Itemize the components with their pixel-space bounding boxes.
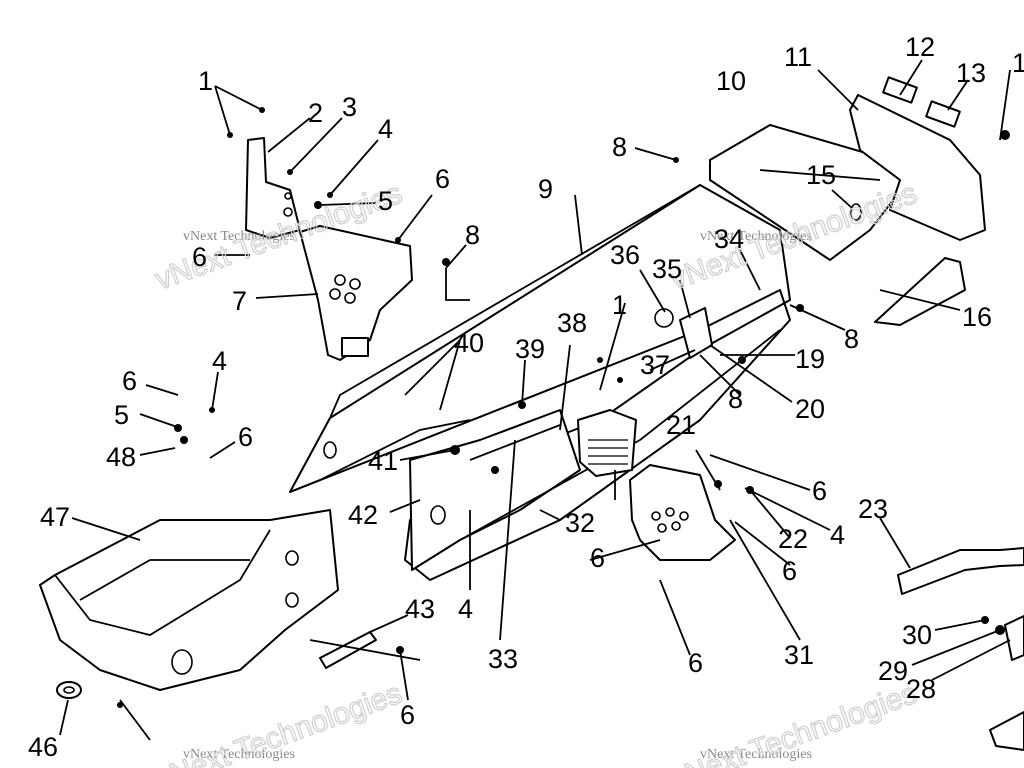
leader-lines — [59, 59, 1011, 741]
callout-label: 21 — [666, 410, 696, 440]
callout-label: 4 — [458, 594, 473, 624]
callout-label: 34 — [714, 224, 744, 254]
callout-label: 3 — [342, 92, 357, 122]
callout-label: 4 — [830, 520, 845, 550]
callout-label: 28 — [906, 674, 936, 704]
callout-label: 6 — [238, 422, 253, 452]
upper-plate — [679, 307, 713, 359]
tube-23 — [897, 547, 1024, 595]
callout-label: 6 — [688, 648, 703, 678]
mounting-plate — [299, 225, 413, 361]
callout-label: 12 — [905, 32, 935, 62]
callout-label: 35 — [652, 254, 682, 284]
callout-label: 1 — [1012, 48, 1024, 78]
callout-label: 38 — [557, 308, 587, 338]
callout-label: 43 — [405, 594, 435, 624]
callout-label: 8 — [844, 324, 859, 354]
callout-label: 13 — [956, 58, 986, 88]
callout-label: 7 — [232, 286, 247, 316]
callout-label: 22 — [778, 524, 808, 554]
callout-label: 15 — [806, 160, 836, 190]
callout-label: 42 — [348, 500, 378, 530]
callout-label: 4 — [378, 114, 393, 144]
callout-label: 36 — [610, 240, 640, 270]
callout-label: 6 — [400, 700, 415, 730]
lower-left-frame — [39, 509, 339, 691]
callout-label: 30 — [902, 620, 932, 650]
callout-label: 29 — [878, 656, 908, 686]
callout-label: 6 — [782, 556, 797, 586]
part-43 — [319, 631, 377, 669]
callout-label: 1 — [612, 290, 627, 320]
callout-label: 37 — [640, 350, 670, 380]
callout-label: 47 — [40, 502, 70, 532]
callout-label: 10 — [716, 66, 746, 96]
callout-label: 5 — [114, 400, 129, 430]
callout-label: 23 — [858, 494, 888, 524]
center-bracket — [577, 409, 637, 477]
callout-label: 32 — [565, 508, 595, 538]
callout-label: 6 — [435, 164, 450, 194]
side-rail-16 — [874, 257, 966, 326]
callout-label: 19 — [795, 344, 825, 374]
callout-label: 20 — [795, 394, 825, 424]
callout-label: 48 — [106, 442, 136, 472]
part-28 — [1004, 615, 1024, 661]
callout-label: 1 — [198, 66, 213, 96]
callout-label: 33 — [488, 644, 518, 674]
callout-label: 11 — [784, 42, 812, 72]
callout-label: 39 — [515, 334, 545, 364]
watermark-small-3: vNext Technologies — [183, 747, 295, 762]
callout-label: 9 — [538, 174, 553, 204]
callout-labels: 1 2 3 4 5 6 6 8 7 8 9 10 11 12 13 1 15 1… — [28, 32, 1024, 762]
callout-label: 46 — [28, 732, 58, 762]
fasteners — [117, 107, 1010, 708]
top-cover — [709, 124, 906, 261]
callout-label: 6 — [122, 366, 137, 396]
watermark-small-4: vNext Technologies — [700, 747, 812, 762]
callout-label: 6 — [590, 543, 605, 573]
rear-shield — [849, 94, 986, 241]
callout-label: 8 — [612, 132, 627, 162]
callout-label: 16 — [962, 302, 992, 332]
callout-label: 5 — [378, 186, 393, 216]
callout-label: 31 — [784, 640, 814, 670]
callout-label: 41 — [368, 446, 398, 476]
part-lower-right — [989, 711, 1024, 751]
watermark-small-2: vNext Technologies — [700, 229, 812, 244]
callout-label: 2 — [308, 98, 323, 128]
callout-label: 6 — [812, 476, 827, 506]
watermark-small-1: vNext Technologies — [183, 229, 295, 244]
callout-label: 4 — [212, 346, 227, 376]
callout-label: 6 — [192, 242, 207, 272]
parts-drawing — [39, 59, 1024, 751]
callout-label: 8 — [728, 384, 743, 414]
callout-label: 8 — [465, 220, 480, 250]
main-frame — [289, 184, 791, 581]
callout-label: 40 — [454, 328, 484, 358]
